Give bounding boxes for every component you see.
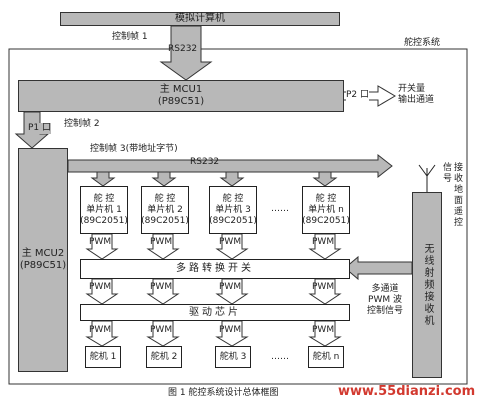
multi-channel-line1: 多通道 — [371, 284, 399, 294]
host-computer-box: 模拟计算机 — [60, 12, 340, 26]
receive-signal-label: 接收地面遥控信号 — [441, 162, 462, 228]
rs232-mid-label: RS232 — [190, 157, 220, 167]
slave-n-line2: 单片机 n — [308, 204, 344, 215]
slave-mcu-1: 舵 控 单片机 1 (89C2051) — [80, 186, 128, 234]
rs232-bus-arrow — [67, 153, 393, 179]
host-to-mcu1-arrow — [159, 25, 213, 81]
mcu1-line2: (P89C51) — [157, 96, 205, 107]
pwm-label: PWM — [312, 282, 335, 292]
pwm-label: PWM — [312, 325, 335, 335]
servo-3: 舵机 3 — [215, 346, 251, 368]
pwm-label: PWM — [150, 282, 173, 292]
frame3-label: 控制帧 3(带地址字节) — [90, 144, 178, 154]
pwm-label: PWM — [150, 325, 173, 335]
driver-to-servo-arrows — [85, 320, 342, 347]
driver-label: 驱动芯片 — [189, 306, 241, 318]
switch-output-label: 开关量 输出通道 — [398, 84, 434, 106]
slave-mcu-3: 舵 控 单片机 3 (89C2051) — [209, 186, 257, 234]
rs232-top-label: RS232 — [168, 44, 198, 54]
pwm-label: PWM — [219, 282, 242, 292]
p1-label: P1 口 — [28, 123, 52, 134]
antenna-icon — [418, 164, 436, 192]
watermark-text: www.55dianzi.com — [338, 384, 476, 399]
host-computer-label: 模拟计算机 — [175, 13, 225, 24]
servo-n: 舵机 n — [308, 346, 344, 368]
driver-chip: 驱动芯片 — [80, 304, 350, 321]
slave-mcu-n: 舵 控 单片机 n (89C2051) — [302, 186, 350, 234]
mux-to-driver-arrows — [85, 278, 342, 305]
wireless-receiver-box: 无线射频接收机 — [412, 192, 442, 378]
servo-2: 舵机 2 — [146, 346, 182, 368]
mcu2-line2: (P89C51) — [19, 260, 67, 271]
servo-ellipsis: …… — [271, 352, 289, 362]
mcu1-line1: 主 MCU1 — [159, 84, 203, 95]
mux-label: 多路转换开关 — [176, 263, 254, 274]
servo-1: 舵机 1 — [85, 346, 121, 368]
switch-output-line2: 输出通道 — [398, 95, 435, 105]
slave-ellipsis: …… — [271, 204, 289, 214]
slave-2-line3: (89C2051) — [141, 215, 189, 226]
frame1-label: 控制帧 1 — [112, 32, 148, 42]
pwm-label: PWM — [219, 237, 242, 247]
pwm-label: PWM — [89, 237, 112, 247]
system-border — [8, 48, 468, 385]
slave-to-mux-arrows — [85, 233, 342, 260]
multi-channel-line3: 控制信号 — [366, 306, 403, 316]
slave-3-line1: 舵 控 — [222, 193, 244, 204]
multiplexer-switch: 多路转换开关 — [80, 259, 350, 279]
servo-1-label: 舵机 1 — [89, 351, 117, 362]
switch-output-line1: 开关量 — [398, 84, 426, 94]
slave-3-line2: 单片机 3 — [215, 204, 251, 215]
servo-3-label: 舵机 3 — [219, 351, 247, 362]
mcu2-line1: 主 MCU2 — [21, 248, 65, 259]
slave-1-line3: (89C2051) — [80, 215, 128, 226]
p2-label: P2 口 — [346, 90, 370, 101]
figure-caption: 图 1 舵控系统设计总体框图 — [168, 388, 279, 398]
pwm-label: PWM — [150, 237, 173, 247]
servo-2-label: 舵机 2 — [150, 351, 178, 362]
slave-1-line1: 舵 控 — [93, 193, 115, 204]
multi-channel-line2: PWM 波 — [368, 295, 402, 305]
pwm-label: PWM — [89, 325, 112, 335]
slave-2-line1: 舵 控 — [154, 193, 176, 204]
slave-mcu-2: 舵 控 单片机 2 (89C2051) — [141, 186, 189, 234]
multi-channel-label: 多通道 PWM 波 控制信号 — [360, 284, 410, 317]
mcu2-box: 主 MCU2 (P89C51) — [18, 148, 68, 372]
system-label: 舵控系统 — [404, 38, 441, 48]
wireless-receiver-label: 无线射频接收机 — [422, 243, 433, 327]
pwm-label: PWM — [89, 282, 112, 292]
mcu1-box: 主 MCU1 (P89C51) — [18, 80, 344, 112]
slave-1-line2: 单片机 1 — [86, 204, 122, 215]
slave-n-line3: (89C2051) — [302, 215, 350, 226]
bus-to-slaves-arrows — [90, 171, 338, 187]
slave-2-line2: 单片机 2 — [147, 204, 183, 215]
pwm-label: PWM — [312, 237, 335, 247]
frame2-label: 控制帧 2 — [64, 119, 100, 129]
receiver-to-mux-arrow — [344, 255, 413, 281]
servo-n-label: 舵机 n — [312, 351, 340, 362]
pwm-label: PWM — [219, 325, 242, 335]
slave-3-line3: (89C2051) — [209, 215, 257, 226]
slave-n-line1: 舵 控 — [315, 193, 337, 204]
